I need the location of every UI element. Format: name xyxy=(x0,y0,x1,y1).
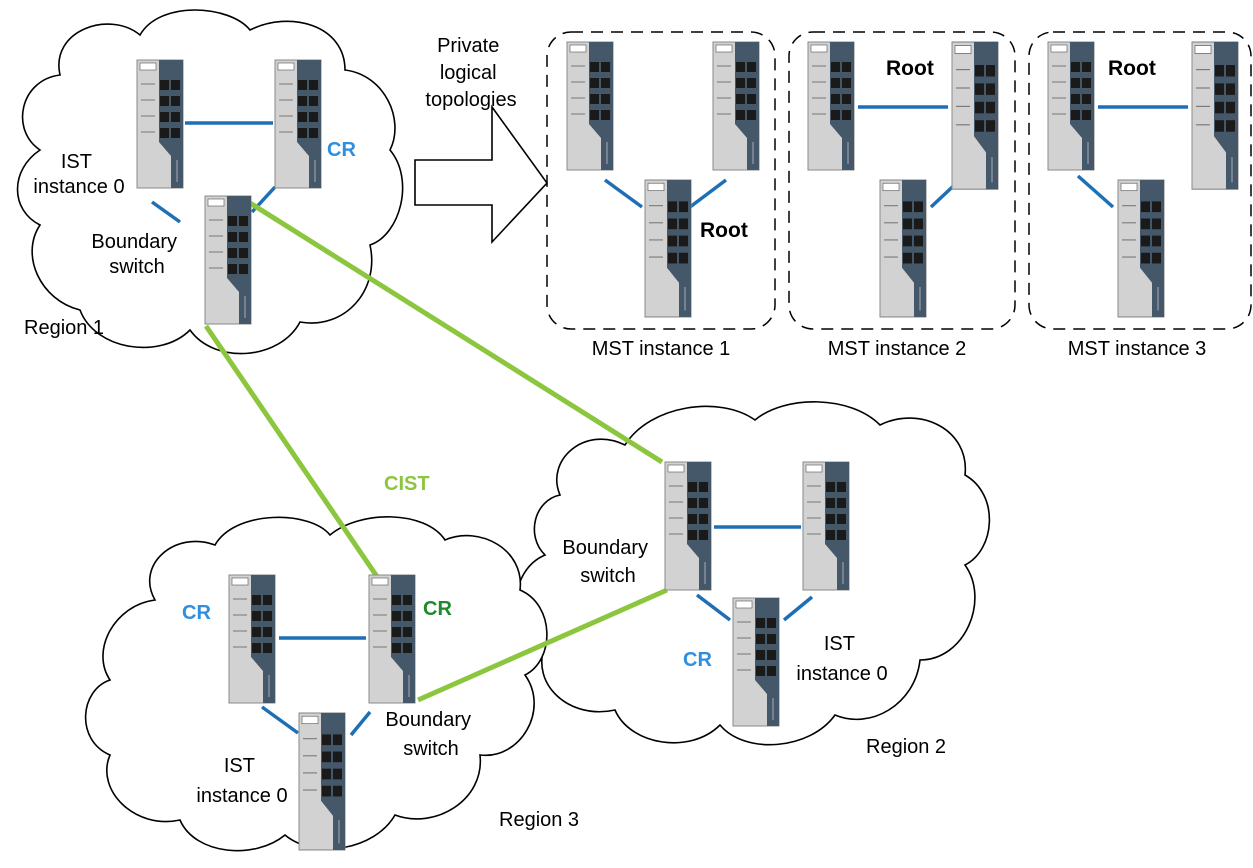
region3-boundary-switch xyxy=(368,574,416,704)
mst2-root-label: Root xyxy=(886,57,934,80)
region2-switch-cr xyxy=(732,597,780,727)
region2-ist-label: IST instance 0 xyxy=(796,633,887,685)
arrow-label: Private logical topologies xyxy=(425,35,516,111)
mst1-switch-left xyxy=(566,41,614,171)
region1-switch-cr xyxy=(274,59,322,189)
mst3-switch-bottom xyxy=(1117,179,1165,318)
mst2-caption: MST instance 2 xyxy=(828,338,967,360)
mst1-switch-root xyxy=(644,179,692,318)
mst-box-2 xyxy=(788,31,1016,330)
region3-switch-cr xyxy=(228,574,276,704)
mst2-switch-left xyxy=(807,41,855,171)
region2-links xyxy=(695,525,814,622)
mst3-switch-root xyxy=(1047,41,1095,171)
mst-box-3 xyxy=(1028,31,1252,330)
region2-label: Region 2 xyxy=(866,736,946,758)
region1-switch-ist xyxy=(136,59,184,189)
mst3-caption: MST instance 3 xyxy=(1068,338,1207,360)
region1-boundary-switch xyxy=(204,195,252,325)
region1-boundary-label: Boundary switch xyxy=(91,231,182,278)
region1-cr-label: CR xyxy=(327,139,356,161)
mst-box-1 xyxy=(546,31,776,330)
mst1-switch-right xyxy=(712,41,760,171)
region3-cr-right-label: CR xyxy=(423,598,452,620)
mst2-switch-bottom xyxy=(879,179,927,318)
mst1-caption: MST instance 1 xyxy=(592,338,731,360)
region1-ist-label: IST instance 0 xyxy=(33,151,124,198)
region1-label: Region 1 xyxy=(24,317,104,339)
region2-boundary-label: Boundary switch xyxy=(562,537,653,587)
region2-switch-right xyxy=(802,461,850,591)
region2-cr-label: CR xyxy=(683,649,712,671)
mst3-switch-right xyxy=(1191,41,1239,190)
region3-label: Region 3 xyxy=(499,809,579,831)
cist-label: CIST xyxy=(384,473,430,495)
mst2-switch-root xyxy=(951,41,999,190)
region3-cloud xyxy=(84,516,548,852)
region3-cr-left-label: CR xyxy=(182,602,211,624)
region3-boundary-label: Boundary switch xyxy=(385,709,476,760)
region3-switch-ist xyxy=(298,712,346,851)
cist-links xyxy=(203,200,669,703)
region2-boundary-switch xyxy=(664,461,712,591)
region2-cloud xyxy=(516,401,991,746)
region3-ist-label: IST instance 0 xyxy=(196,755,287,807)
mst3-root-label: Root xyxy=(1108,57,1156,80)
region3-links xyxy=(260,636,372,737)
mst1-root-label: Root xyxy=(700,219,748,242)
right-arrow-icon xyxy=(414,104,549,245)
